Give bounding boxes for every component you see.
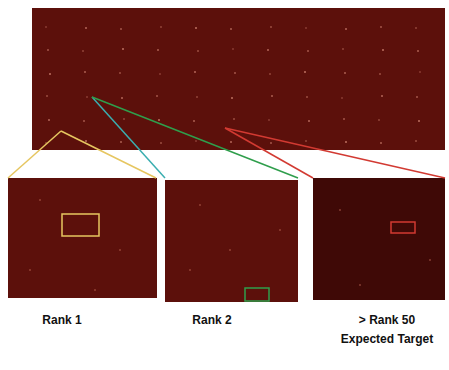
highlight-box-yellow — [62, 214, 99, 236]
array-spot — [359, 284, 361, 286]
zoom-line-teal — [92, 97, 165, 178]
array-spot — [234, 72, 236, 74]
array-spot — [82, 50, 84, 52]
array-spot — [419, 71, 421, 73]
array-spot — [85, 27, 87, 29]
panel-caption: Rank 2 — [167, 311, 257, 330]
array-spot — [270, 142, 272, 144]
zoom-spots — [29, 199, 431, 291]
array-spot — [158, 119, 160, 121]
array-spot — [304, 71, 306, 73]
array-spot — [342, 48, 344, 50]
zoom-line-yellow — [61, 131, 156, 178]
array-spot — [416, 96, 418, 98]
overview-panel — [32, 8, 445, 150]
array-spot — [378, 119, 380, 121]
array-spot — [341, 97, 343, 99]
array-spot — [197, 50, 199, 52]
array-spot — [156, 95, 158, 97]
array-spot — [269, 73, 271, 75]
array-spot — [415, 140, 417, 142]
spot-grid — [45, 26, 421, 144]
array-spot — [345, 28, 347, 30]
panel-caption: Rank 1 — [17, 311, 107, 330]
array-spot — [381, 95, 383, 97]
zoom-panel-rank2 — [165, 180, 298, 302]
array-spot — [271, 95, 273, 97]
array-spot — [193, 120, 195, 122]
array-spot — [279, 229, 281, 231]
array-spot — [94, 289, 96, 291]
array-spot — [195, 140, 197, 142]
array-spot — [230, 141, 232, 143]
array-spot — [84, 71, 86, 73]
array-spot — [417, 50, 419, 52]
array-spot — [45, 26, 47, 28]
array-spot — [380, 26, 382, 28]
array-spot — [123, 118, 125, 120]
array-spot — [199, 204, 201, 206]
array-spot — [270, 26, 272, 28]
array-spot — [344, 72, 346, 74]
array-spot — [380, 142, 382, 144]
array-spot — [230, 28, 232, 30]
zoom-panel-rank1 — [8, 178, 157, 298]
array-spot — [195, 27, 197, 29]
array-spot — [305, 27, 307, 29]
array-spot — [120, 28, 122, 30]
array-spot — [382, 49, 384, 51]
array-spot — [267, 49, 269, 51]
zoom-line-red — [225, 128, 313, 178]
array-spot — [306, 96, 308, 98]
array-spot — [415, 27, 417, 29]
array-spot — [308, 120, 310, 122]
array-spot — [46, 95, 48, 97]
array-spot — [343, 118, 345, 120]
array-spot — [339, 209, 341, 211]
array-spot — [268, 119, 270, 121]
array-spot — [345, 141, 347, 143]
array-spot — [307, 50, 309, 52]
array-spot — [39, 199, 41, 201]
array-spot — [418, 120, 420, 122]
array-spot — [119, 72, 121, 74]
array-spot — [232, 48, 234, 50]
array-spot — [122, 48, 124, 50]
array-spot — [120, 141, 122, 143]
array-spot — [86, 96, 88, 98]
array-spot — [157, 49, 159, 51]
array-spot — [196, 96, 198, 98]
array-spot — [160, 142, 162, 144]
array-spot — [85, 140, 87, 142]
array-spot — [189, 269, 191, 271]
array-spot — [305, 140, 307, 142]
array-spot — [194, 71, 196, 73]
array-spot — [119, 249, 121, 251]
array-spot — [160, 26, 162, 28]
array-spot — [233, 118, 235, 120]
zoom-line-red — [225, 128, 445, 178]
array-spot — [429, 259, 431, 261]
array-spot — [83, 120, 85, 122]
array-spot — [121, 97, 123, 99]
array-spot — [231, 97, 233, 99]
array-spot — [29, 269, 31, 271]
array-spot — [229, 249, 231, 251]
highlight-box-green — [245, 288, 269, 301]
array-spot — [47, 49, 49, 51]
zoom-panel-target — [313, 178, 445, 300]
panel-caption: > Rank 50 Expected Target — [333, 311, 441, 349]
zoom-line-yellow — [8, 131, 61, 178]
highlight-box-red — [391, 222, 415, 233]
array-spot — [159, 73, 161, 75]
array-spot — [379, 73, 381, 75]
array-spot — [48, 119, 50, 121]
array-spot — [49, 73, 51, 75]
